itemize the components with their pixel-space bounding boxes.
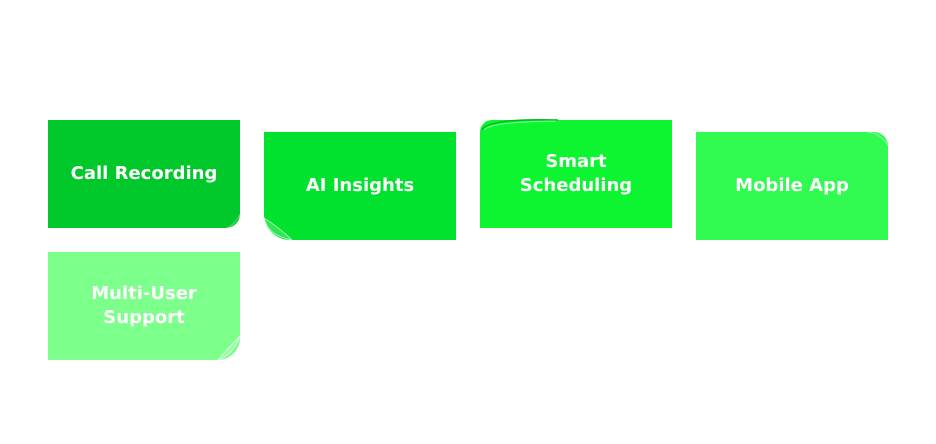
- note-call-recording: Call Recording: [48, 120, 241, 229]
- note-label: Smart Scheduling: [519, 151, 633, 196]
- note-multi-user-support: Multi-User Support: [48, 252, 241, 361]
- note-label: AI Insights: [305, 175, 415, 196]
- note-label: Mobile App: [735, 175, 849, 196]
- note-label: Call Recording: [70, 163, 218, 184]
- page-curl-icon: [216, 335, 241, 361]
- note-smart-scheduling: Smart Scheduling: [480, 118, 672, 228]
- page-curl-icon: [867, 131, 889, 147]
- note-mobile-app: Mobile App: [696, 131, 889, 240]
- page-curl-icon: [481, 118, 559, 131]
- page-curl-icon: [263, 216, 294, 241]
- note-ai-insights: AI Insights: [263, 132, 456, 241]
- note-label: Multi-User Support: [91, 283, 197, 328]
- page-curl-icon: [225, 213, 241, 229]
